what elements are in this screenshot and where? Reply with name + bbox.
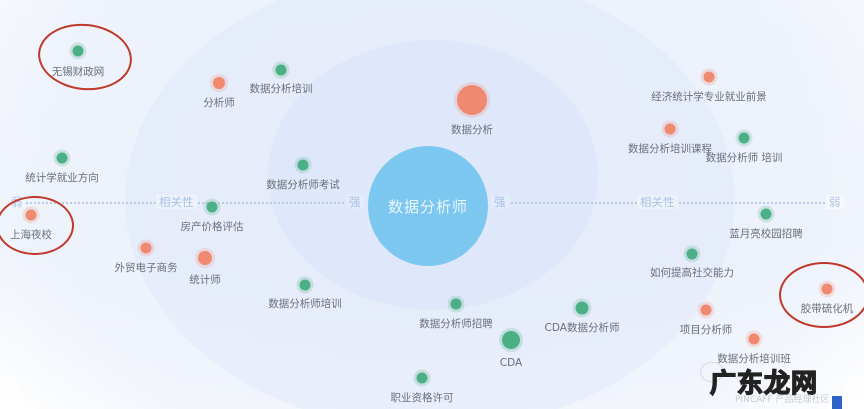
axis-left-strong-label: 强 — [346, 195, 364, 209]
watermark-subtext: PINCAFF 产品经理社区 — [735, 395, 830, 405]
node-label: 数据分析师考试 — [266, 179, 340, 191]
node-dot[interactable] — [297, 159, 309, 171]
wechat-icon — [700, 362, 724, 382]
node-dot[interactable] — [206, 201, 218, 213]
node-dot[interactable] — [299, 279, 311, 291]
node-label: 统计学就业方向 — [25, 172, 99, 184]
axis-right-weak-label: 弱 — [826, 195, 844, 209]
node-dot[interactable] — [213, 77, 225, 89]
watermark-text: 广东龙网 — [709, 368, 819, 399]
center-node-label: 数据分析师 — [387, 197, 468, 216]
node-dot[interactable] — [56, 152, 68, 164]
axis-right-relevance-label: 相关性 — [637, 195, 678, 209]
node-label: CDA — [499, 357, 523, 369]
node-label: 数据分析培训班 — [717, 353, 791, 365]
node-dot[interactable] — [686, 248, 698, 260]
node-label: 数据分析师招聘 — [419, 318, 493, 330]
node-label: 数据分析师 培训 — [705, 152, 783, 164]
node-label: 数据分析 — [451, 124, 493, 136]
node-label: 经济统计学专业就业前景 — [651, 91, 767, 103]
highlight-circle-jiaodai — [779, 262, 864, 328]
highlight-circle-shanghai — [0, 196, 74, 255]
center-node[interactable]: 数据分析师 — [368, 146, 488, 266]
corner-badge — [832, 396, 842, 409]
node-dot[interactable] — [502, 331, 520, 349]
node-label: 数据分析培训课程 — [628, 143, 712, 155]
node-label: CDA数据分析师 — [544, 322, 620, 334]
node-label: 分析师 — [203, 97, 235, 109]
node-label: 房产价格评估 — [180, 221, 244, 233]
node-label: 无锡财政网 — [51, 66, 105, 78]
node-dot[interactable] — [72, 45, 84, 57]
node-dot[interactable] — [450, 298, 462, 310]
node-dot[interactable] — [416, 372, 428, 384]
node-dot[interactable] — [198, 251, 212, 265]
node-dot[interactable] — [575, 301, 589, 315]
node-label: 项目分析师 — [679, 324, 733, 336]
node-label: 蓝月亮校园招聘 — [729, 228, 803, 240]
node-dot[interactable] — [700, 304, 712, 316]
node-label: 数据分析培训 — [249, 83, 313, 95]
node-dot[interactable] — [760, 208, 772, 220]
axis-left-relevance-label: 相关性 — [156, 195, 197, 209]
node-label: 统计师 — [189, 274, 221, 286]
node-dot[interactable] — [703, 71, 715, 83]
node-dot[interactable] — [457, 85, 487, 115]
node-label: 数据分析师培训 — [268, 298, 342, 310]
node-dot[interactable] — [748, 333, 760, 345]
node-dot[interactable] — [664, 123, 676, 135]
node-label: 如何提高社交能力 — [650, 267, 734, 279]
node-dot[interactable] — [738, 132, 750, 144]
node-dot[interactable] — [275, 64, 287, 76]
node-dot[interactable] — [140, 242, 152, 254]
node-label: 职业资格许可 — [390, 392, 454, 404]
axis-right-strong-label: 强 — [491, 195, 509, 209]
node-label: 外贸电子商务 — [114, 262, 178, 274]
